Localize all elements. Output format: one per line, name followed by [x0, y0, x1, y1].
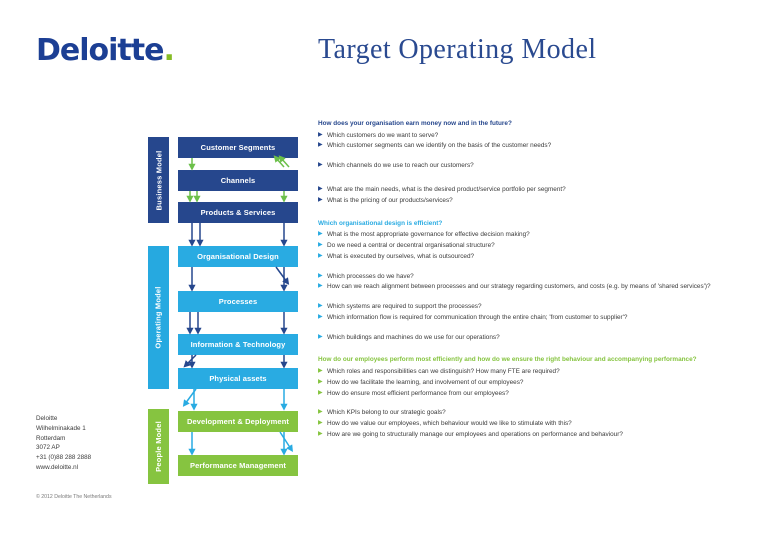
triangle-right-icon: ▶ — [318, 252, 323, 259]
copyright-notice: © 2012 Deloitte The Netherlands — [36, 494, 112, 500]
question-text: How are we going to structurally manage … — [327, 430, 623, 438]
question-item: ▶ Which channels do we use to reach our … — [318, 161, 748, 170]
question-text: Which channels do we use to reach our cu… — [327, 162, 474, 170]
question-text: How do we value our employees, which beh… — [327, 420, 572, 428]
triangle-right-icon: ▶ — [318, 313, 323, 320]
question-text: Which customer segments can we identify … — [327, 142, 552, 150]
node-performance-management[interactable]: Performance Management — [178, 455, 298, 476]
question-text: How can we reach alignment between proce… — [327, 283, 711, 291]
question-heading-people: How do our employees perform most effici… — [318, 356, 697, 364]
triangle-right-icon: ▶ — [318, 283, 323, 290]
question-text: Which processes do we have? — [327, 272, 414, 280]
question-text: Which systems are required to support th… — [327, 303, 482, 311]
operating-model-diagram: Business Model Operating Model People Mo… — [0, 0, 320, 543]
address-line: Rotterdam — [36, 434, 66, 442]
question-item: ▶ Which roles and responsibilities can w… — [318, 367, 748, 376]
address-line: Wilhelminakade 1 — [36, 424, 86, 432]
node-physical-assets[interactable]: Physical assets — [178, 368, 298, 389]
question-heading-business: How does your organisation earn money no… — [318, 120, 512, 127]
logo-dot: . — [163, 33, 174, 68]
question-item: ▶ How do we value our employees, which b… — [318, 419, 748, 428]
question-item: ▶ What are the main needs, what is the d… — [318, 185, 748, 194]
triangle-right-icon: ▶ — [318, 185, 323, 192]
triangle-right-icon: ▶ — [318, 241, 323, 248]
node-customer-segments[interactable]: Customer Segments — [178, 137, 298, 158]
triangle-right-icon: ▶ — [318, 272, 323, 279]
node-channels[interactable]: Channels — [178, 170, 298, 191]
band-label-text: Operating Model — [154, 286, 164, 349]
triangle-right-icon: ▶ — [318, 430, 323, 437]
question-text: Which customers do we want to serve? — [327, 131, 439, 139]
question-text: How do we facilitate the learning, and i… — [327, 378, 524, 386]
triangle-right-icon: ▶ — [318, 303, 323, 310]
question-item: ▶ Which processes do we have? — [318, 272, 748, 281]
question-item: ▶ Which customers do we want to serve? — [318, 131, 748, 140]
question-item: ▶ Which buildings and machines do we use… — [318, 333, 748, 342]
triangle-right-icon: ▶ — [318, 409, 323, 416]
question-text: What is the pricing of our products/serv… — [327, 196, 453, 204]
question-text: What is the most appropriate governance … — [327, 231, 530, 239]
question-item: ▶ What is executed by ourselves, what is… — [318, 252, 748, 261]
node-information-and-technology[interactable]: Information & Technology — [178, 334, 298, 355]
contact-address: Deloitte Wilhelminakade 1 Rotterdam 3072… — [36, 414, 91, 473]
question-item: ▶ Do we need a central or decentral orga… — [318, 241, 748, 250]
page-title: Target Operating Model — [318, 34, 597, 65]
triangle-right-icon: ▶ — [318, 142, 323, 149]
question-item: ▶ How do we facilitate the learning, and… — [318, 378, 748, 387]
question-item: ▶ Which information flow is required for… — [318, 313, 748, 322]
question-item: ▶ Which KPIs belong to our strategic goa… — [318, 408, 748, 417]
band-label-text: People Model — [154, 421, 163, 472]
node-products-and-services[interactable]: Products & Services — [178, 202, 298, 223]
question-item: ▶ How can we reach alignment between pro… — [318, 282, 748, 291]
question-text: Do we need a central or decentral organi… — [327, 241, 495, 249]
deloitte-logo: Deloitte. — [36, 33, 175, 68]
question-item: ▶ Which customer segments can we identif… — [318, 141, 748, 150]
triangle-right-icon: ▶ — [318, 389, 323, 396]
question-text: How do ensure most efficient performance… — [327, 389, 509, 397]
band-label-business-model: Business Model — [148, 137, 169, 223]
phone-number: +31 (0)88 288 2888 — [36, 454, 92, 461]
question-text: What are the main needs, what is the des… — [327, 185, 566, 193]
triangle-right-icon: ▶ — [318, 333, 323, 340]
triangle-right-icon: ▶ — [318, 368, 323, 375]
band-label-people-model: People Model — [148, 409, 169, 484]
question-item: ▶ How are we going to structurally manag… — [318, 430, 748, 439]
triangle-right-icon: ▶ — [318, 131, 323, 138]
question-text: What is executed by ourselves, what is o… — [327, 252, 475, 260]
address-line: 3072 AP — [36, 444, 60, 452]
question-item: ▶ Which systems are required to support … — [318, 302, 748, 311]
triangle-right-icon: ▶ — [318, 378, 323, 385]
triangle-right-icon: ▶ — [318, 231, 323, 238]
band-label-text: Business Model — [154, 150, 163, 210]
triangle-right-icon: ▶ — [318, 196, 323, 203]
question-text: Which buildings and machines do we use f… — [327, 333, 500, 341]
question-item: ▶ How do ensure most efficient performan… — [318, 389, 748, 398]
logo-wordmark: Deloitte — [36, 33, 164, 68]
node-processes[interactable]: Processes — [178, 291, 298, 312]
question-item: ▶ What is the pricing of our products/se… — [318, 196, 748, 205]
triangle-right-icon: ▶ — [318, 420, 323, 427]
question-text: Which roles and responsibilities can we … — [327, 368, 560, 376]
question-heading-operating: Which organisational design is efficient… — [318, 219, 443, 227]
address-line: Deloitte — [36, 415, 58, 422]
question-text: Which KPIs belong to our strategic goals… — [327, 409, 446, 417]
triangle-right-icon: ▶ — [318, 162, 323, 169]
questions-column: How does your organisation earn money no… — [318, 120, 748, 441]
node-organisational-design[interactable]: Organisational Design — [178, 246, 298, 267]
question-text: Which information flow is required for c… — [327, 313, 628, 321]
node-development-and-deployment[interactable]: Development & Deployment — [178, 411, 298, 432]
band-label-operating-model: Operating Model — [148, 246, 169, 389]
website-link[interactable]: www.deloitte.nl — [36, 463, 78, 471]
question-item: ▶ What is the most appropriate governanc… — [318, 230, 748, 239]
